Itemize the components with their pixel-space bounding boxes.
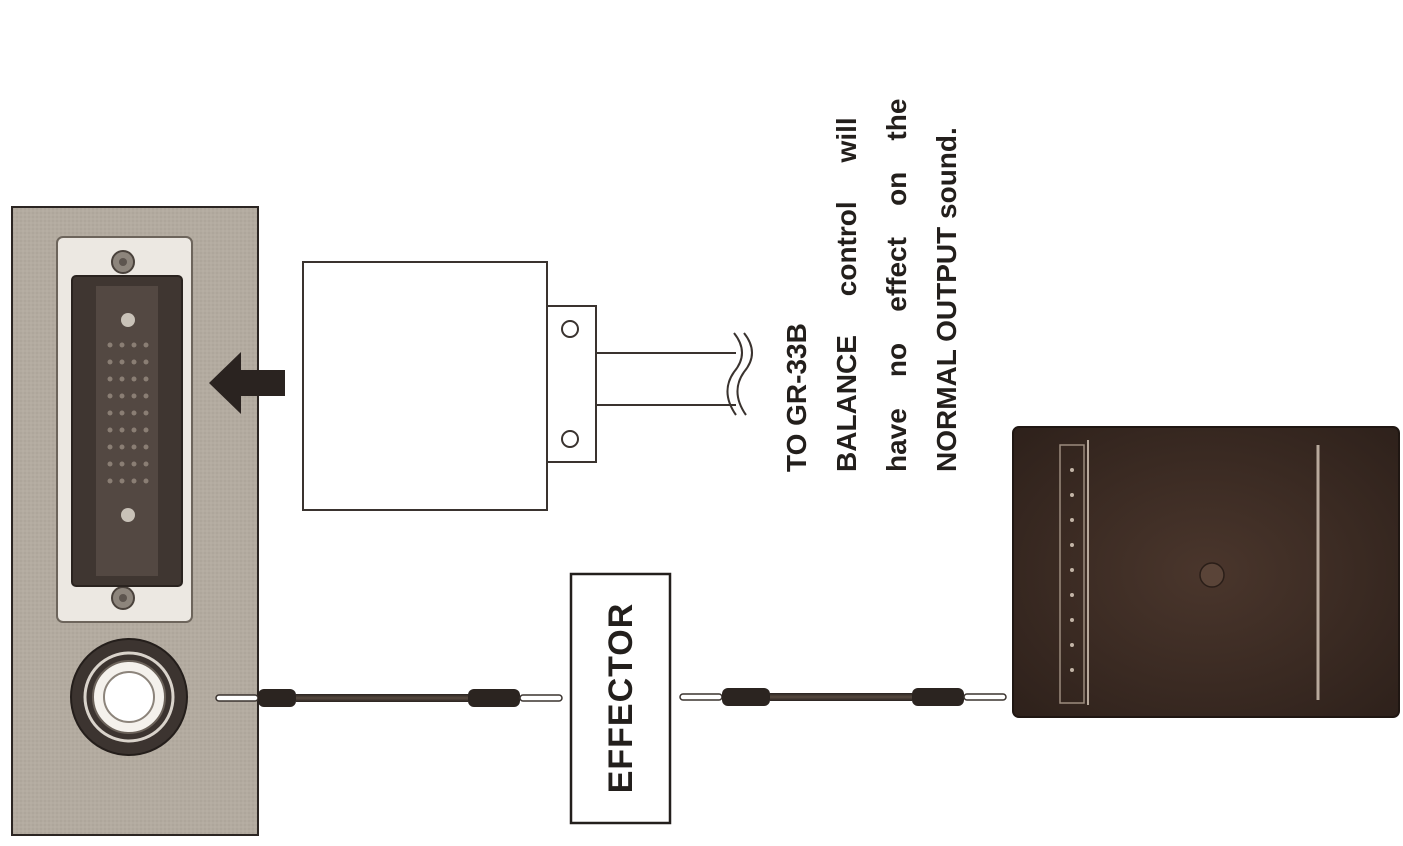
effector-label: EFFECTOR [602, 603, 640, 794]
cable-plug [302, 261, 753, 511]
cable-guitar-to-effector [215, 689, 563, 707]
cable-effector-to-amp [679, 688, 1007, 706]
amplifier-icon [1012, 426, 1400, 718]
multi-pin-connector-icon [56, 236, 193, 623]
effector-box: EFFECTOR [569, 572, 672, 825]
note-line-3: NORMAL OUTPUT sound. [931, 127, 962, 472]
note-line-1: BALANCE control will [831, 117, 862, 472]
arrow-left-icon [209, 352, 285, 414]
connector-target-label: TO GR-33B [781, 323, 812, 472]
jack-socket-icon [70, 638, 188, 756]
instruction-text: TO GR-33B BALANCE control will have no e… [781, 99, 962, 472]
note-line-2: have no effect on the [881, 99, 912, 472]
